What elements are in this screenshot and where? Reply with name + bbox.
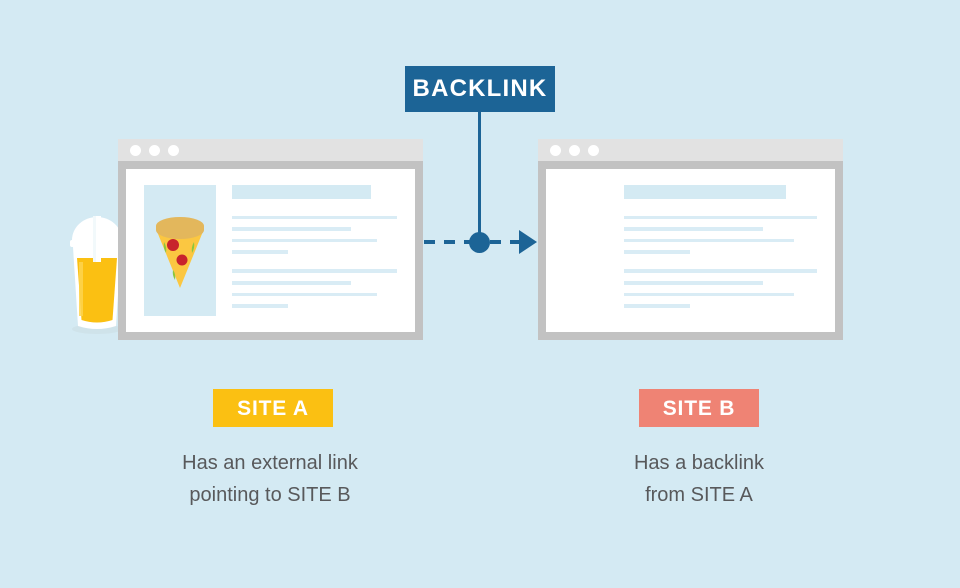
browser-titlebar-site-b <box>538 139 843 161</box>
content-line <box>624 281 763 285</box>
site-a-badge-label: SITE A <box>237 396 309 420</box>
site-b-caption: Has a backlink from SITE A <box>539 447 859 511</box>
site-a-badge: SITE A <box>213 389 333 427</box>
content-line <box>232 269 397 274</box>
site-a-caption-line-1: Has an external link <box>182 452 358 474</box>
window-dot-icon <box>588 144 599 156</box>
content-line <box>232 227 351 231</box>
backlink-vertical-connector <box>478 112 481 244</box>
content-line <box>624 215 817 220</box>
content-line <box>624 238 794 243</box>
browser-frame-site-a <box>118 161 423 340</box>
content-line <box>624 227 763 231</box>
content-line <box>624 304 690 308</box>
dashed-link-segment-right <box>490 240 522 244</box>
site-b-badge: SITE B <box>639 389 759 427</box>
browser-window-site-a <box>118 139 423 340</box>
content-line <box>232 304 289 308</box>
juice-cup-icon <box>68 196 126 336</box>
content-header-block <box>624 185 787 199</box>
browser-frame-site-b <box>538 161 843 340</box>
content-line <box>624 292 794 297</box>
window-dot-icon <box>168 144 179 156</box>
backlink-badge-label: BACKLINK <box>412 75 548 102</box>
window-dot-icon <box>149 144 160 156</box>
browser-titlebar-site-a <box>118 139 423 161</box>
content-line <box>232 215 397 220</box>
site-a-caption-line-2: pointing to SITE B <box>189 484 351 506</box>
site-a-caption: Has an external link pointing to SITE B <box>110 447 430 511</box>
content-group-gap <box>232 262 397 269</box>
window-dot-icon <box>569 144 580 156</box>
content-column-site-a <box>232 185 397 316</box>
site-b-caption-line-2: from SITE A <box>645 484 753 506</box>
window-dot-icon <box>550 144 561 156</box>
content-group-gap <box>624 262 817 269</box>
content-line <box>232 238 378 243</box>
content-line <box>624 250 690 255</box>
content-line <box>232 292 378 297</box>
content-line <box>624 269 817 274</box>
content-line <box>232 250 289 255</box>
arrow-right-icon <box>519 230 537 254</box>
content-line <box>232 281 351 285</box>
browser-window-site-b <box>538 139 843 340</box>
image-placeholder-site-a <box>144 185 216 316</box>
site-b-badge-label: SITE B <box>662 396 736 420</box>
site-b-caption-line-1: Has a backlink <box>633 452 765 474</box>
content-header-block <box>232 185 371 199</box>
backlink-badge: BACKLINK <box>405 66 555 112</box>
window-dot-icon <box>130 144 141 156</box>
content-column-site-b <box>624 185 817 316</box>
link-junction-dot-icon <box>469 232 490 253</box>
pizza-slice-icon <box>152 212 208 290</box>
browser-page-site-a <box>126 169 415 332</box>
dashed-link-segment-left <box>424 240 472 244</box>
browser-page-site-b <box>546 169 835 332</box>
